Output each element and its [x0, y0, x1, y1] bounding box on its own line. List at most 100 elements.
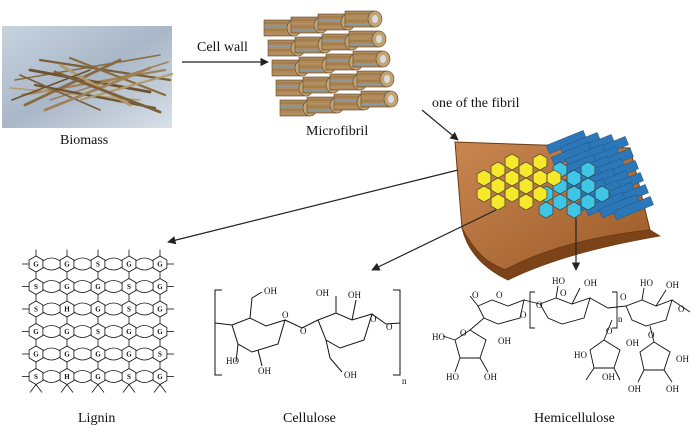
fibril-hexagon	[594, 185, 610, 203]
lignin-bond	[104, 379, 123, 383]
cellulose-atom: O	[370, 314, 377, 324]
cellulose-atom: O	[386, 322, 393, 332]
cellulose-atom: OH	[258, 366, 271, 376]
lignin-bond	[153, 384, 161, 393]
hemicellulose-atom: O	[520, 310, 527, 320]
label-microfibril: Microfibril	[306, 124, 369, 139]
fibril-hexagon	[532, 185, 548, 203]
lignin-bond	[42, 311, 61, 316]
lignin-bond	[104, 370, 123, 374]
lignin-unit-label: G	[126, 261, 132, 269]
lignin-bond	[42, 280, 61, 284]
microfibril-core	[384, 75, 390, 83]
lignin-bond	[135, 379, 154, 383]
lignin-unit-label: G	[64, 351, 70, 359]
lignin-bond	[73, 302, 92, 307]
lignin-bond	[135, 334, 154, 338]
straw-strand	[58, 63, 132, 107]
biomass-photo	[2, 26, 174, 128]
lignin-bond	[135, 257, 154, 262]
microfibril-core	[376, 35, 382, 43]
cellulose-atom: O	[282, 310, 289, 320]
hemicellulose-atom: OH	[498, 336, 511, 346]
cellulose-atom: OH	[264, 286, 277, 296]
hemicellulose-atom: OH	[584, 278, 597, 288]
lignin-bond	[135, 266, 154, 271]
lignin-unit-label: G	[126, 328, 132, 336]
hemicellulose-atom: O	[606, 326, 613, 336]
lignin-bond	[73, 379, 92, 383]
lignin-unit-label: G	[64, 261, 70, 269]
hemicellulose-atom: OH	[676, 354, 689, 364]
hemicellulose-atom: HO	[574, 350, 587, 360]
lignin-bond	[73, 334, 92, 338]
fibril-rod	[612, 196, 654, 220]
cellulose-atom: OH	[316, 288, 329, 298]
arrows	[167, 57, 581, 271]
microfibril-core	[380, 55, 386, 63]
lignin-unit-label: S	[158, 351, 162, 359]
hemicellulose-atom: OH	[666, 280, 679, 290]
lignin-bond	[42, 347, 61, 352]
lignin-bond	[42, 325, 61, 329]
lignin-bond	[42, 379, 61, 383]
hemicellulose-atom: OH	[602, 372, 615, 382]
lignin-unit-label: H	[64, 373, 70, 381]
microfibril-bundle	[263, 10, 399, 117]
lignin-bond	[104, 347, 123, 352]
fibril-hexagon	[504, 185, 520, 203]
cellulose-atom: HO	[226, 356, 239, 366]
lignin-unit-label: S	[34, 283, 38, 291]
lignin-bond	[135, 347, 154, 352]
lignin-bond	[42, 302, 61, 307]
cellulose-subscript: n	[402, 376, 407, 386]
label-biomass: Biomass	[60, 133, 109, 148]
label-one-of-fibril: one of the fibril	[432, 96, 520, 111]
lignin-bond	[73, 311, 92, 316]
hemicellulose-atom: OH	[628, 384, 641, 394]
label-hemicellulose: Hemicellulose	[534, 411, 615, 426]
fibril-hexagon	[546, 169, 562, 187]
arrow-cellulose	[371, 209, 497, 271]
lignin-unit-label: G	[95, 306, 101, 314]
lignin-bond	[73, 280, 92, 284]
hemicellulose-atom: HO	[552, 276, 565, 286]
lignin-bond	[73, 325, 92, 329]
lignin-bond	[42, 257, 61, 262]
fibril-sheet	[454, 130, 662, 281]
lignin-bond	[97, 384, 105, 393]
cellulose-atom: O	[300, 326, 307, 336]
lignin-bond	[42, 266, 61, 271]
lignin-bond	[73, 356, 92, 361]
lignin-unit-label: S	[127, 283, 131, 291]
hemicellulose-atom: O	[560, 288, 567, 298]
lignin-unit-label: G	[33, 261, 39, 269]
lignin-bond	[104, 311, 123, 316]
lignin-bond	[135, 280, 154, 284]
straw-strand	[53, 70, 162, 114]
lignin-bond	[29, 384, 37, 393]
hemicellulose-subscript: n	[618, 314, 623, 324]
hemicellulose-atom: O	[620, 292, 627, 302]
lignin-bond	[135, 302, 154, 307]
lignin-bond	[135, 311, 154, 316]
lignin-bond	[60, 384, 68, 393]
straw-strand	[38, 58, 172, 82]
lignin-bond	[42, 334, 61, 338]
hemicellulose-structure	[442, 285, 691, 383]
hemicellulose-atom: OH	[484, 372, 497, 382]
hemicellulose-atom: HO	[640, 278, 653, 288]
straw-strand	[11, 69, 91, 101]
lignin-bond	[42, 370, 61, 374]
lignin-bond	[104, 266, 123, 271]
lignin-bond	[42, 356, 61, 361]
straw-strand	[19, 74, 101, 111]
label-cellulose: Cellulose	[283, 411, 336, 426]
lignin-unit-label: G	[95, 373, 101, 381]
hemicellulose-atom: O	[460, 328, 467, 338]
lignin-bond	[104, 302, 123, 307]
lignin-bond	[35, 384, 43, 393]
